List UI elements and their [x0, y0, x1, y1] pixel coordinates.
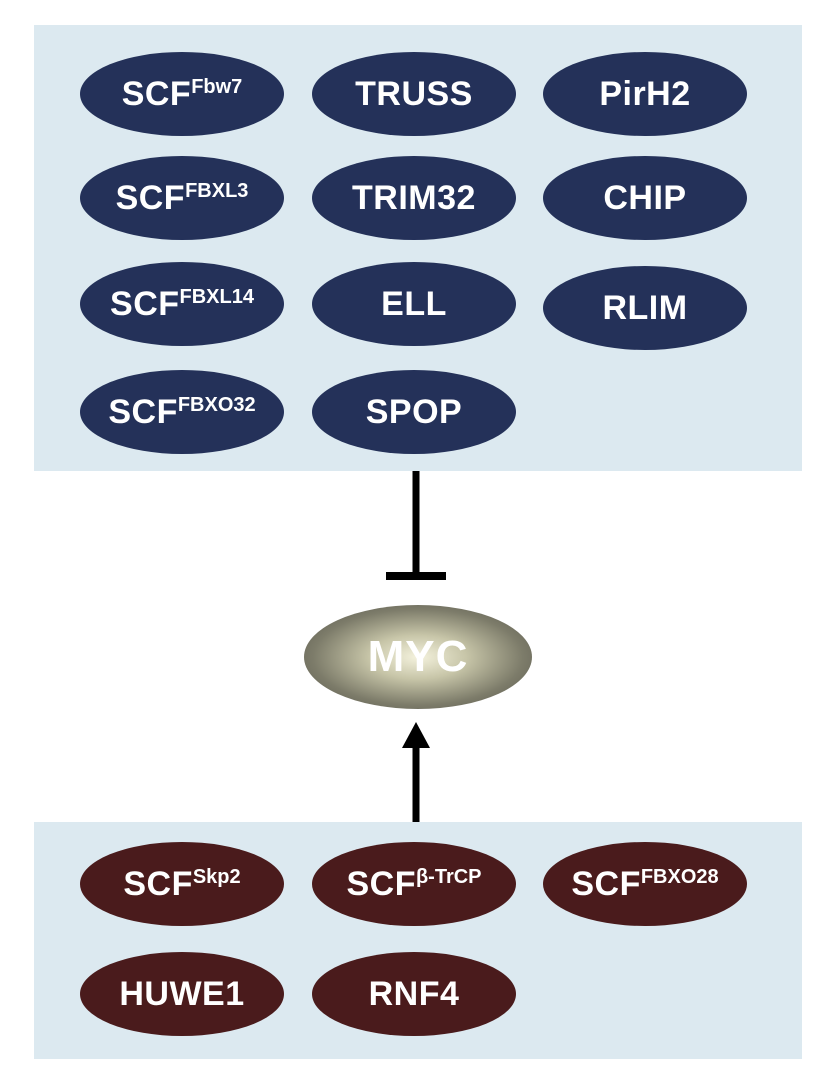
node-label: TRUSS — [355, 74, 473, 113]
node-label: ELL — [381, 284, 447, 323]
node-label: SCF — [571, 864, 641, 903]
node-label: SCF — [110, 284, 180, 323]
node-label: TRIM32 — [352, 178, 476, 217]
myc-label: MYC — [367, 632, 469, 681]
node-label: PirH2 — [599, 74, 691, 113]
node-superscript: FBXO32 — [177, 393, 256, 416]
node-label: CHIP — [603, 178, 687, 217]
node-label: SCF — [346, 864, 416, 903]
node-pirh2: PirH2 — [543, 52, 747, 136]
node-superscript: Skp2 — [192, 865, 241, 888]
node-rnf4: RNF4 — [312, 952, 516, 1036]
node-truss: TRUSS — [312, 52, 516, 136]
node-label: SCF — [115, 178, 186, 217]
node-chip: CHIP — [543, 156, 747, 240]
node-label: SCF — [123, 864, 193, 903]
node-superscript: β-TrCP — [415, 865, 482, 888]
node-ell: ELL — [312, 262, 516, 346]
node-label: SPOP — [365, 392, 463, 431]
node-label: RLIM — [602, 288, 688, 327]
activation-arrowhead — [402, 722, 430, 748]
node-superscript: Fbw7 — [191, 75, 243, 98]
node-label: HUWE1 — [119, 974, 245, 1013]
node-rlim: RLIM — [543, 266, 747, 350]
node-spop: SPOP — [312, 370, 516, 454]
node-label: RNF4 — [368, 974, 460, 1013]
node-label: SCF — [121, 74, 192, 113]
node-superscript: FBXO28 — [640, 865, 719, 888]
myc-node: MYC — [304, 605, 532, 709]
node-superscript: FBXL14 — [179, 285, 254, 308]
node-label: SCF — [108, 392, 178, 431]
node-huwe1: HUWE1 — [80, 952, 284, 1036]
node-superscript: FBXL3 — [185, 179, 249, 202]
node-trim32: TRIM32 — [312, 156, 516, 240]
